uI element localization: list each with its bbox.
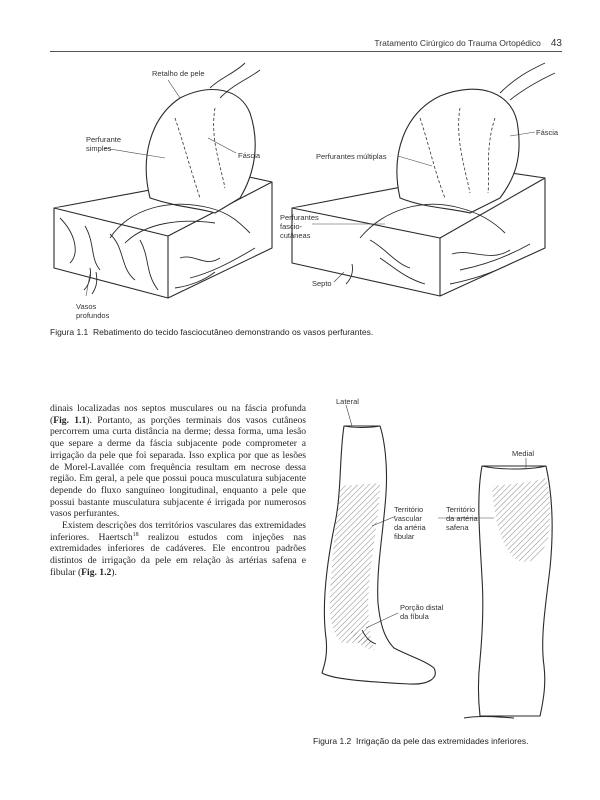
page-number: 43: [550, 38, 562, 49]
running-head: Tratamento Cirúrgico do Trauma Ortopédic…: [374, 38, 562, 49]
running-title: Tratamento Cirúrgico do Trauma Ortopédic…: [374, 38, 541, 48]
body-text: dinais localizadas nos septos musculares…: [50, 403, 306, 579]
header-rule: [50, 51, 562, 52]
label-fasciocutaneas-1: Perfurantes: [280, 213, 319, 222]
label-distal-1: Porção distal: [400, 603, 444, 612]
figure-1-1-illustration: Retalho de pele Perfurante simples Fásci…: [53, 62, 559, 320]
label-fibular-3: da artéria: [394, 523, 427, 532]
caption-1-1-label: Figura 1.1: [50, 327, 89, 337]
caption-1-2-label: Figura 1.2: [313, 736, 352, 746]
label-vasos-1: Vasos: [76, 302, 97, 311]
label-lateral: Lateral: [336, 398, 359, 406]
figure-reference-1-2[interactable]: Fig. 1.2: [81, 566, 112, 578]
right-tissue-block: [291, 62, 556, 297]
label-fascia-left: Fáscia: [238, 151, 261, 160]
figure-1-2-illustration: Lateral Medial Território vascular da ar…: [321, 398, 553, 719]
label-vasos-2: profundos: [76, 311, 110, 320]
paragraph-2-part-c: ).: [111, 566, 117, 578]
citation-18[interactable]: 18: [132, 531, 139, 538]
paragraph-1: dinais localizadas nos septos musculares…: [50, 403, 306, 520]
figure-1-1: Retalho de pele Perfurante simples Fásci…: [40, 58, 570, 338]
left-tissue-block: [53, 62, 273, 299]
paragraph-2-part-b: realizou estudos com injeções nas extrem…: [50, 531, 306, 578]
label-fibular-1: Território: [394, 505, 423, 514]
label-septo: Septo: [312, 279, 332, 288]
figure-reference-1-1[interactable]: Fig. 1.1: [53, 414, 87, 426]
label-safena-1: Território: [446, 505, 475, 514]
figure-1-1-caption: Figura 1.1 Rebatimento do tecido fascioc…: [50, 327, 373, 337]
label-fasciocutaneas-3: cutâneas: [280, 231, 311, 240]
caption-1-1-text: Rebatimento do tecido fasciocutâneo demo…: [93, 327, 374, 337]
label-fibular-2: vascular: [394, 514, 422, 523]
label-safena-2: da artéria: [446, 514, 479, 523]
label-distal-2: da fíbula: [400, 612, 430, 621]
medial-leg-drawing: [463, 465, 553, 719]
paragraph-1-part-b: ). Portanto, as porções terminais dos va…: [50, 414, 306, 520]
label-retalho: Retalho de pele: [152, 69, 205, 78]
figure-1-2: Lateral Medial Território vascular da ar…: [314, 398, 564, 733]
label-fibular-4: fibular: [394, 532, 415, 541]
label-perfurante-simples-2: simples: [86, 144, 112, 153]
lateral-leg-drawing: [321, 425, 436, 685]
paragraph-1-part-a: dinais localizadas nos septos musculares…: [50, 403, 306, 426]
label-medial: Medial: [512, 449, 534, 458]
label-safena-3: safena: [446, 523, 469, 532]
caption-1-2-text: Irrigação da pele das extremidades infer…: [356, 736, 529, 746]
label-perfurante-simples-1: Perfurante: [86, 135, 121, 144]
label-fascia-right: Fáscia: [536, 128, 559, 137]
paragraph-2-part-a: Existem descrições dos territórios vascu…: [50, 520, 306, 543]
figure-1-2-caption: Figura 1.2 Irrigação da pele das extremi…: [313, 736, 528, 746]
label-perfurantes-multiplas: Perfurantes múltiplas: [316, 152, 387, 161]
paragraph-2: Existem descrições dos territórios vascu…: [50, 520, 306, 579]
label-fasciocutaneas-2: fascio-: [280, 222, 303, 231]
